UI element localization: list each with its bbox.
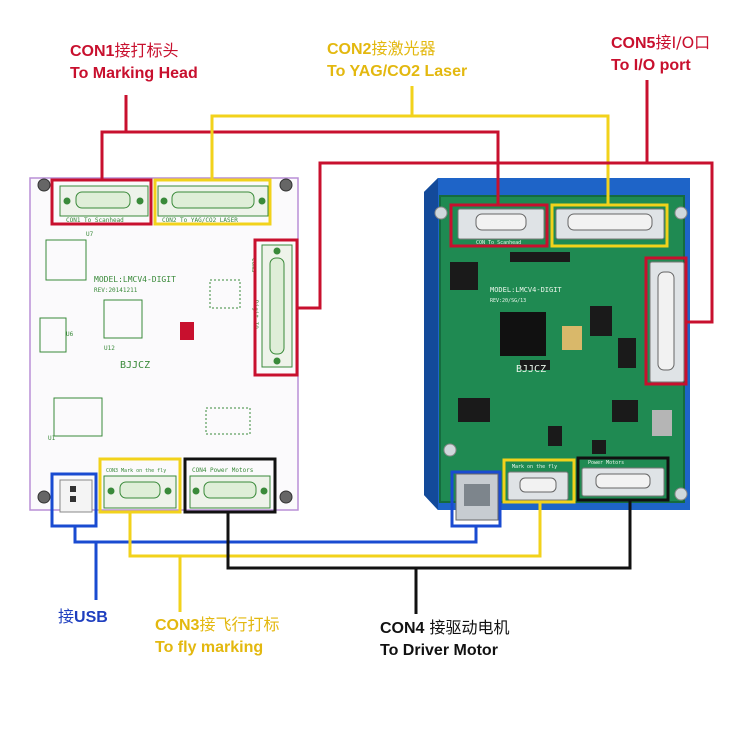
photo-con4-box [576, 456, 670, 502]
con5-wire [297, 80, 714, 324]
con1-en: To Marking Head [70, 65, 198, 82]
con4-wire [226, 500, 632, 614]
con5-code: CON5 [611, 35, 656, 52]
photo-con3-connector: Mark on the fly [507, 464, 569, 501]
schematic-u12: U12 [104, 345, 115, 352]
con2-wire [210, 86, 610, 205]
usb-code: USB [74, 609, 108, 626]
con1-code: CON1 [70, 43, 115, 60]
usb-wire [73, 526, 478, 600]
schematic-chips [39, 239, 251, 437]
con5-en: To I/O port [611, 57, 691, 74]
schematic-con4-box [183, 457, 277, 514]
con4-code: CON4 [380, 620, 425, 637]
wires [73, 80, 714, 614]
schematic-u1: U1 [48, 435, 56, 442]
photo-usb-port [455, 473, 499, 521]
schematic-con3-connector: CON3 Mark on the fly [103, 468, 177, 509]
schematic-con3-silk: CON3 Mark on the fly [106, 468, 166, 474]
con5-cn: 接I/O口 [655, 33, 711, 52]
con2-cn: 接激光器 [371, 39, 436, 58]
mounting-holes [37, 178, 293, 504]
schematic-con3-box [98, 457, 182, 514]
con3-code: CON3 [155, 617, 200, 634]
photo-chips [450, 252, 672, 454]
con3-en: To fly marking [155, 639, 264, 656]
schematic-rev: REV:20141211 [94, 287, 138, 294]
con3-wire [128, 502, 542, 612]
schematic-con1-silk: CON1 To Scanhead [66, 217, 124, 224]
photo-con5-connector [649, 261, 685, 383]
photo-con4-silk: Power Motors [588, 460, 624, 466]
schematic-con5-connector: CON5 Digit IO [250, 244, 293, 368]
photo-con1-connector: CON To Scanhead [457, 208, 545, 246]
con5-label: CON5接I/O口 To I/O port [611, 32, 710, 77]
schematic-u6: U6 [66, 331, 74, 338]
schematic-con2-connector: CON2 To YAG/CO2 LASER [157, 185, 269, 224]
schematic-board: CON1 To Scanhead CON2 To YAG/CO2 LASER C… [29, 177, 299, 513]
schematic-u7: U7 [86, 231, 94, 238]
usb-cn: 接 [58, 607, 75, 626]
photo-con3-silk: Mark on the fly [512, 464, 557, 470]
photo-brand: BJJCZ [516, 364, 546, 375]
schematic-con2-silk: CON2 To YAG/CO2 LASER [162, 217, 238, 224]
con3-label: CON3接飞行打标 To fly marking [155, 614, 279, 659]
schematic-con4-connector: CON4 Power Motors [189, 467, 271, 509]
schematic-con4-silk: CON4 Power Motors [192, 467, 254, 474]
schematic-model: MODEL:LMCV4-DIGIT [94, 275, 176, 284]
con1-wire [100, 95, 500, 205]
con4-cn: 接驱动电机 [424, 618, 510, 637]
photo-rev: REV:20/SG/13 [490, 298, 526, 304]
photo-con1-silk: CON To Scanhead [476, 240, 521, 246]
schematic-brand: BJJCZ [120, 360, 150, 371]
con1-label: CON1接打标头 To Marking Head [70, 40, 198, 85]
con2-code: CON2 [327, 41, 372, 58]
photo-board: CON To Scanhead MODEL:LMCV4-DIGIT [424, 178, 690, 521]
usb-label: 接USB [58, 606, 108, 629]
con1-cn: 接打标头 [114, 41, 179, 60]
con3-cn: 接飞行打标 [199, 615, 280, 634]
photo-con4-connector: Power Motors [581, 460, 665, 497]
con2-label: CON2接激光器 To YAG/CO2 Laser [327, 38, 467, 83]
schematic-usb-port [59, 479, 93, 513]
con4-label: CON4 接驱动电机 To Driver Motor [380, 617, 510, 662]
con4-en: To Driver Motor [380, 642, 498, 659]
schematic-con1-connector: CON1 To Scanhead [59, 185, 149, 224]
photo-con2-connector [555, 208, 665, 240]
con2-en: To YAG/CO2 Laser [327, 63, 468, 80]
photo-model: MODEL:LMCV4-DIGIT [490, 286, 562, 294]
